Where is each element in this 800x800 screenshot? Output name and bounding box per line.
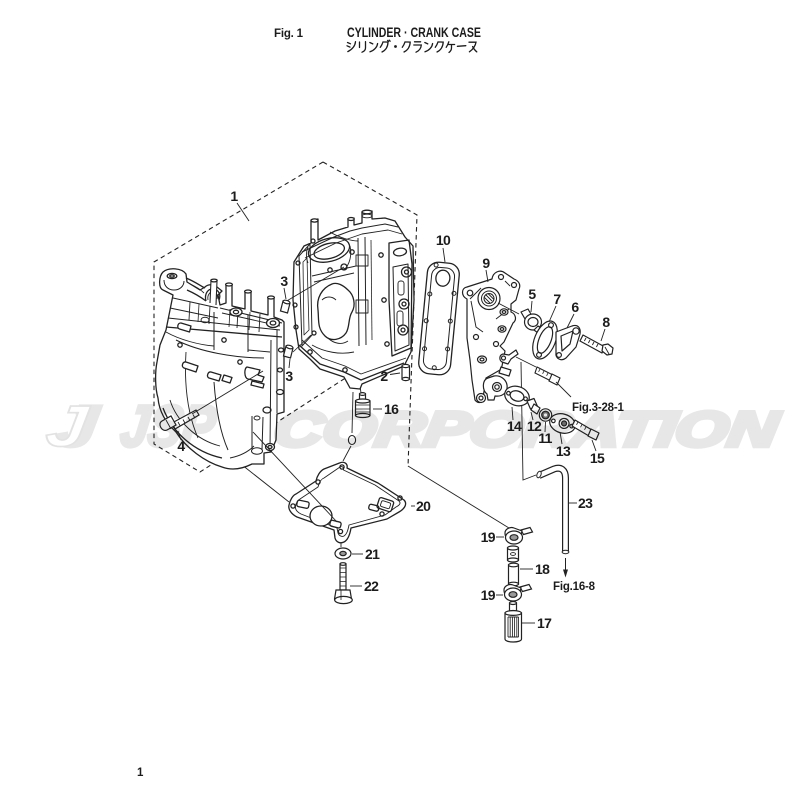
svg-text:15: 15 [590,450,605,466]
svg-text:19: 19 [481,529,496,545]
svg-text:CYLINDER · CRANK CASE: CYLINDER · CRANK CASE [347,25,481,40]
svg-text:12: 12 [527,418,542,434]
svg-text:22: 22 [364,578,379,594]
svg-text:6: 6 [571,299,579,315]
svg-text:7: 7 [553,291,561,307]
svg-text:17: 17 [537,615,552,631]
svg-text:3: 3 [280,273,288,289]
svg-text:1: 1 [137,767,144,779]
svg-text:18: 18 [535,561,550,577]
svg-text:14: 14 [507,418,522,434]
svg-text:16: 16 [384,401,399,417]
svg-text:21: 21 [365,546,380,562]
svg-text:10: 10 [436,232,451,248]
svg-text:JSP: JSP [117,394,219,459]
svg-text:3: 3 [285,368,293,384]
svg-text:19: 19 [481,587,496,603]
svg-text:9: 9 [482,255,490,271]
svg-text:1: 1 [230,188,238,204]
svg-text:13: 13 [556,443,571,459]
svg-text:23: 23 [578,495,593,511]
svg-text:4: 4 [177,438,185,454]
svg-text:CORPORATION: CORPORATION [270,402,783,457]
svg-text:5: 5 [528,286,536,302]
svg-text:Fig. 1: Fig. 1 [274,28,304,40]
svg-text:Fig.16-8: Fig.16-8 [553,581,596,593]
svg-text:8: 8 [602,314,610,330]
svg-text:Fig.3-28-1: Fig.3-28-1 [572,402,624,414]
svg-text:11: 11 [538,430,552,446]
svg-text:2: 2 [380,368,388,384]
svg-text:20: 20 [416,498,431,514]
